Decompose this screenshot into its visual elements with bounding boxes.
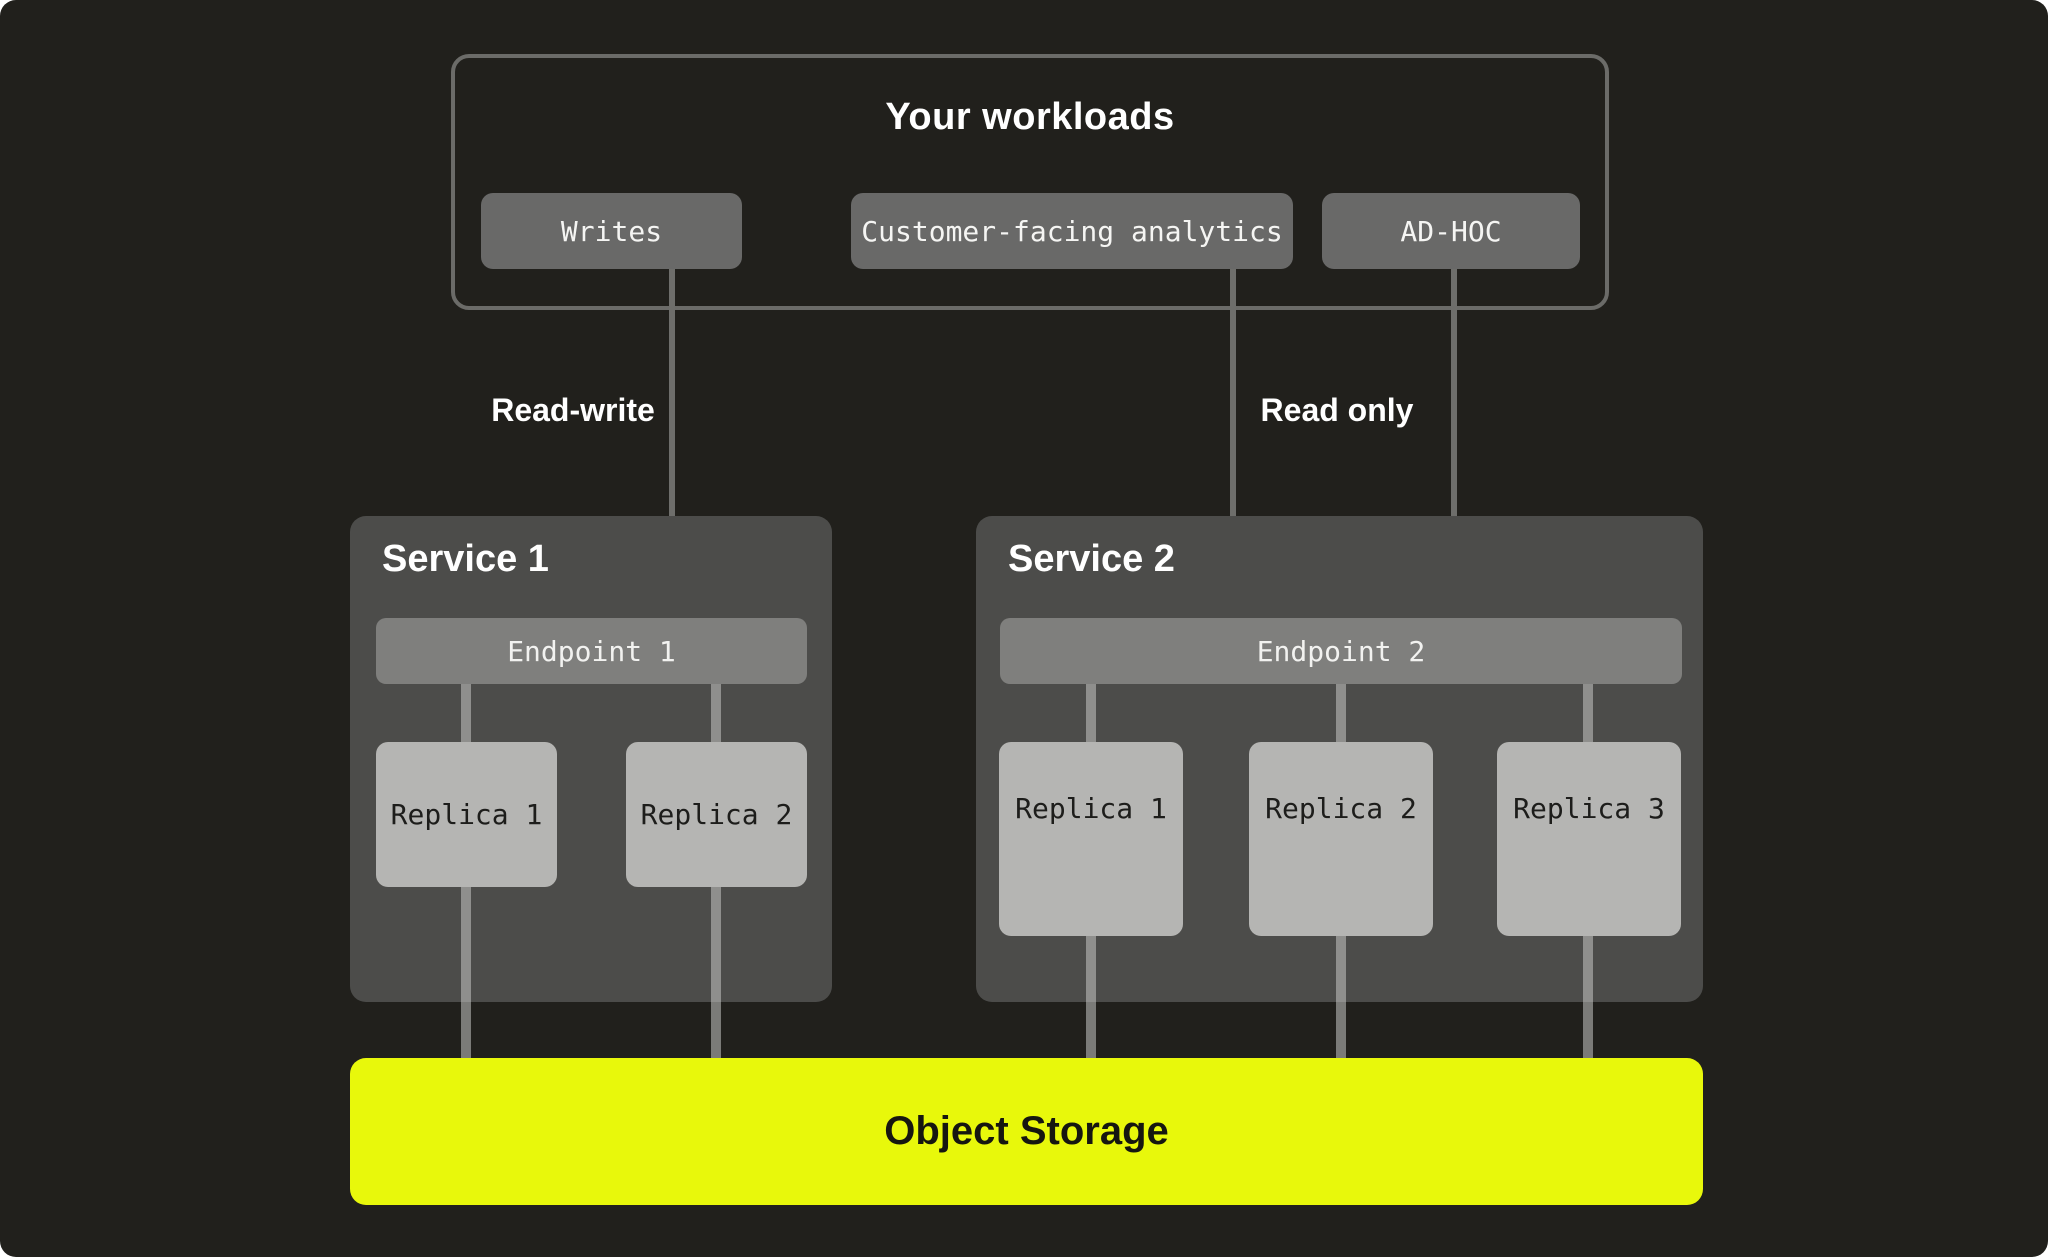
workloads-title: Your workloads xyxy=(885,96,1175,138)
object-storage-label: Object Storage xyxy=(884,1109,1169,1153)
connector-service2-replica2-to-storage xyxy=(1336,1002,1346,1060)
connector-service1-replica2-to-storage xyxy=(711,1002,721,1060)
service-1-replica-1-node: Replica 1 xyxy=(376,742,557,887)
endpoint-2-node: Endpoint 2 xyxy=(1000,618,1682,684)
service-2-replica-3-label: Replica 3 xyxy=(1513,792,1665,825)
workload-chip-customer-facing-analytics-label: Customer-facing analytics xyxy=(861,214,1283,248)
connector-service1-replica1-to-storage xyxy=(461,1002,471,1060)
connector-service2-replica3-to-storage xyxy=(1583,1002,1593,1060)
service-1-replica-1-label: Replica 1 xyxy=(390,798,543,831)
read-only-label: Read only xyxy=(1260,392,1414,428)
read-write-label: Read-write xyxy=(491,392,655,428)
workload-chip-writes-label: Writes xyxy=(560,214,663,248)
arrow-line-writes-to-endpoint-1 xyxy=(669,269,675,578)
service-2-replica-1-node: Replica 1 xyxy=(999,742,1183,936)
endpoint-1-node: Endpoint 1 xyxy=(376,618,807,684)
arrow-line-analytics-to-endpoint-2 xyxy=(1230,269,1236,578)
service-1-replica-2-node: Replica 2 xyxy=(626,742,807,887)
workload-chip-ad-hoc-label: AD-HOC xyxy=(1400,214,1502,248)
workload-chip-writes: Writes xyxy=(481,193,742,269)
workload-chip-customer-facing-analytics: Customer-facing analytics xyxy=(851,193,1293,269)
object-storage-bar: Object Storage xyxy=(350,1058,1703,1205)
service-2-replica-2-label: Replica 2 xyxy=(1265,792,1417,825)
workload-chip-ad-hoc: AD-HOC xyxy=(1322,193,1580,269)
service-2-title: Service 2 xyxy=(1008,538,1175,580)
service-2-replica-3-node: Replica 3 xyxy=(1497,742,1681,936)
service-1-replica-2-label: Replica 2 xyxy=(640,798,793,831)
service-2-replica-1-label: Replica 1 xyxy=(1015,792,1167,825)
endpoint-1-label: Endpoint 1 xyxy=(507,634,676,668)
workloads-container xyxy=(451,54,1609,310)
service-1-title: Service 1 xyxy=(382,538,549,580)
arrow-line-adhoc-to-endpoint-2 xyxy=(1451,269,1457,578)
connector-service2-replica1-to-storage xyxy=(1086,1002,1096,1060)
service-2-replica-2-node: Replica 2 xyxy=(1249,742,1433,936)
endpoint-2-label: Endpoint 2 xyxy=(1256,634,1426,668)
